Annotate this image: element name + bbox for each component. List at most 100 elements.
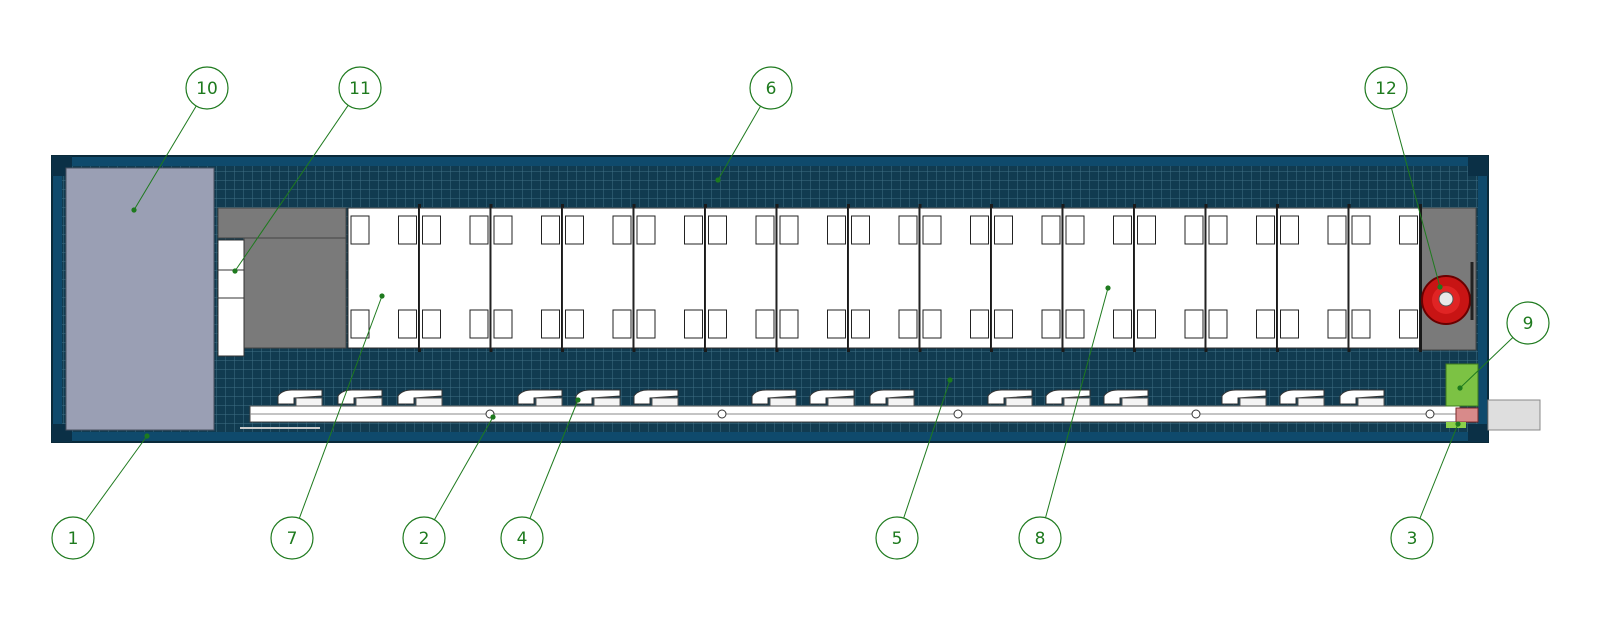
- bench-seat: [612, 309, 632, 339]
- storage-cabinet: [217, 239, 245, 357]
- balloon-label: 3: [1407, 529, 1418, 549]
- fixture-base: [769, 397, 797, 407]
- bench-seat: [612, 215, 632, 245]
- fixture-base: [415, 397, 443, 407]
- balloon-label: 11: [349, 79, 371, 99]
- bench-seat: [422, 309, 441, 339]
- bench-seat: [1327, 309, 1347, 339]
- electrical-panel: [1445, 363, 1479, 407]
- leader-line: [1045, 287, 1109, 518]
- workstation-fixture: [987, 389, 1033, 405]
- balloon-label: 10: [196, 79, 218, 99]
- fixture-base: [593, 397, 621, 407]
- bench-seat: [398, 215, 417, 245]
- workstation-fixture: [1339, 389, 1385, 405]
- balloon-label: 1: [68, 529, 79, 549]
- leader-dot: [1455, 421, 1461, 427]
- leader-dot: [1457, 385, 1463, 391]
- rail-bracket: [953, 409, 963, 419]
- callout-10: 10: [131, 66, 229, 213]
- balloon: [500, 516, 544, 560]
- balloon-label: 8: [1035, 529, 1046, 549]
- bench-seat: [565, 309, 584, 339]
- bench-seat: [1137, 309, 1156, 339]
- bench-seat: [1041, 215, 1061, 245]
- bench-seat: [779, 309, 799, 339]
- balloon: [749, 66, 793, 110]
- bench-seat: [1256, 215, 1275, 245]
- fire-extinguisher: [1421, 262, 1474, 325]
- workstation-fixture: [1103, 389, 1149, 405]
- fixture-base: [1297, 397, 1325, 407]
- bench-seat: [970, 309, 989, 339]
- fixture-base: [535, 397, 563, 407]
- balloon-label: 7: [287, 529, 298, 549]
- bench-seat: [1065, 215, 1085, 245]
- bench-seat: [755, 309, 775, 339]
- bench-seat: [1041, 309, 1061, 339]
- fixture-base: [827, 397, 855, 407]
- workstation-fixture: [517, 389, 563, 405]
- bench-seat: [1113, 309, 1132, 339]
- workstation-fixture: [1221, 389, 1267, 405]
- balloon-label: 12: [1375, 79, 1397, 99]
- balloon: [402, 516, 446, 560]
- bench-seat: [350, 309, 370, 339]
- leader-line: [1459, 337, 1514, 389]
- bench-seat: [1280, 215, 1299, 245]
- workstation-fixtures: [277, 389, 1435, 419]
- bench-seat: [1399, 215, 1418, 245]
- balloon: [1506, 301, 1550, 345]
- bench-seat: [851, 215, 870, 245]
- callout-5: 5: [875, 377, 953, 560]
- external-duct: [1487, 399, 1541, 431]
- bench-seat: [350, 215, 370, 245]
- bench-seat: [541, 215, 560, 245]
- workstation-fixture: [751, 389, 797, 405]
- bench-seat: [1208, 309, 1228, 339]
- bench-seat: [1184, 309, 1204, 339]
- bench-seat: [541, 309, 560, 339]
- balloon: [1018, 516, 1062, 560]
- bench-seat: [708, 215, 727, 245]
- callout-1: 1: [51, 433, 150, 560]
- workstation-fixture: [1279, 389, 1325, 405]
- leader-line: [433, 416, 494, 521]
- rail-bracket: [1425, 409, 1435, 419]
- leader-dot: [715, 177, 721, 183]
- leader-dot: [575, 397, 581, 403]
- leader-dot: [232, 268, 238, 274]
- bench-seat: [398, 309, 417, 339]
- rail-bracket: [1191, 409, 1201, 419]
- workstation-fixture: [277, 389, 323, 405]
- bench-seat: [1351, 309, 1371, 339]
- leader-dot: [379, 293, 385, 299]
- workstation-fixture: [869, 389, 915, 405]
- workstation-fixture: [397, 389, 443, 405]
- bench-seat: [1399, 309, 1418, 339]
- balloon: [1390, 516, 1434, 560]
- balloon: [1364, 66, 1408, 110]
- bench-seat: [827, 309, 846, 339]
- leader-line: [1419, 423, 1459, 519]
- bench-seat: [493, 309, 513, 339]
- bench-seat: [755, 215, 775, 245]
- leader-line: [529, 399, 579, 519]
- bench-seat: [779, 215, 799, 245]
- fixture-base: [1121, 397, 1149, 407]
- balloon: [185, 66, 229, 110]
- bench-seat: [422, 215, 441, 245]
- leader-line: [234, 105, 349, 272]
- workbench-row: [347, 204, 1422, 352]
- fixture-base: [1005, 397, 1033, 407]
- callout-2: 2: [402, 414, 496, 560]
- workstation-fixture: [809, 389, 855, 405]
- bench-seat: [1113, 215, 1132, 245]
- fixture-base: [887, 397, 915, 407]
- callout-11: 11: [232, 66, 382, 274]
- bench-seat: [851, 309, 870, 339]
- bench-seat: [827, 215, 846, 245]
- leader-line: [133, 105, 197, 211]
- balloon-label: 9: [1523, 314, 1534, 334]
